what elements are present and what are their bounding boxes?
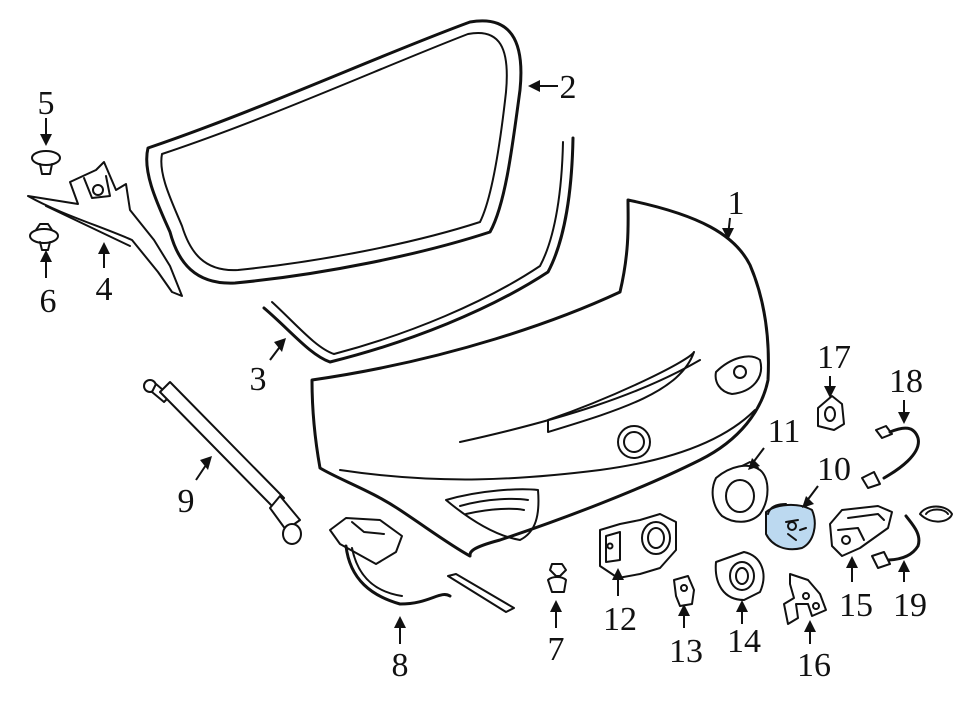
weatherstrip-seal bbox=[145, 19, 523, 285]
callout-1: 1 bbox=[728, 185, 745, 222]
callout-11: 11 bbox=[768, 413, 801, 450]
gas-strut bbox=[143, 379, 302, 545]
callout-17: 17 bbox=[817, 339, 851, 376]
bracket-16 bbox=[783, 573, 827, 625]
hinge-bracket bbox=[27, 161, 183, 297]
clip-6 bbox=[29, 223, 59, 251]
callout-7: 7 bbox=[548, 631, 565, 668]
callout-3: 3 bbox=[250, 361, 267, 398]
push-pin bbox=[547, 563, 567, 593]
callout-2: 2 bbox=[560, 69, 577, 106]
callout-4: 4 bbox=[96, 271, 113, 308]
callout-18: 18 bbox=[889, 363, 923, 400]
antenna-19 bbox=[871, 505, 953, 569]
callout-labels: 1 2 3 4 5 6 7 8 9 10 11 12 13 14 15 16 1… bbox=[38, 69, 928, 684]
switch-13 bbox=[673, 575, 695, 607]
callout-14: 14 bbox=[727, 623, 761, 660]
callout-12: 12 bbox=[603, 601, 637, 638]
callout-13: 13 bbox=[669, 633, 703, 670]
wire-harness-18 bbox=[861, 425, 920, 489]
callout-8: 8 bbox=[392, 647, 409, 684]
callout-9: 9 bbox=[178, 483, 195, 520]
trunk-seal-strip bbox=[262, 136, 575, 364]
callout-10: 10 bbox=[817, 451, 851, 488]
trunk-latch bbox=[829, 505, 893, 557]
emblem-highlighted bbox=[765, 503, 816, 551]
release-cable bbox=[329, 517, 515, 613]
callout-16: 16 bbox=[797, 647, 831, 684]
camera-housing bbox=[711, 461, 769, 523]
callout-5: 5 bbox=[38, 85, 55, 122]
bumper-stop bbox=[817, 395, 845, 431]
callout-6: 6 bbox=[40, 283, 57, 320]
callout-19: 19 bbox=[893, 587, 927, 624]
lock-actuator bbox=[599, 513, 677, 579]
clip-5 bbox=[31, 150, 61, 175]
trunk-lid bbox=[310, 198, 770, 558]
callout-15: 15 bbox=[839, 587, 873, 624]
camera-14 bbox=[714, 551, 765, 601]
leader-lines bbox=[40, 80, 910, 644]
